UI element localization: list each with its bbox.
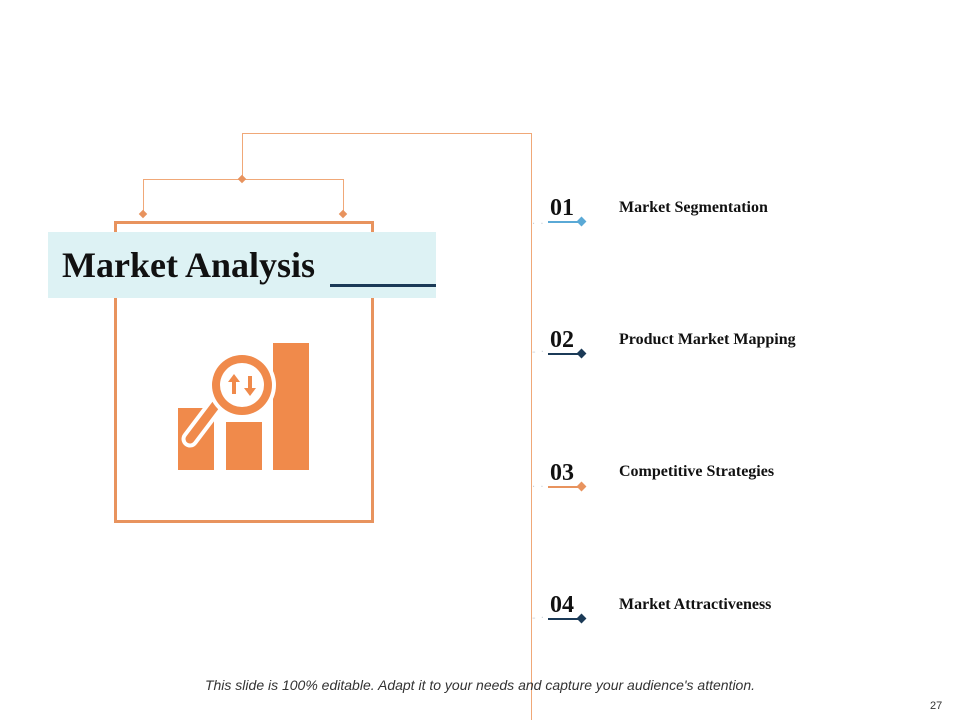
item-marker-diamond (576, 216, 587, 227)
marker-dots: · · (532, 219, 545, 230)
magnifier-bar-chart-icon (178, 343, 309, 470)
title-band (48, 232, 436, 298)
footer-note: This slide is 100% editable. Adapt it to… (204, 677, 756, 693)
item-marker-line (548, 221, 582, 223)
item-marker-diamond (576, 613, 587, 624)
hero-frame (114, 221, 374, 523)
slide-title: Market Analysis (62, 245, 316, 285)
item-number: 04 (550, 592, 574, 618)
connector-vertical-main (531, 133, 532, 720)
connector-node-left (138, 209, 148, 219)
title-underline (330, 284, 436, 287)
page-number: 27 (930, 700, 943, 712)
item-marker-diamond (576, 481, 587, 492)
connector-bracket-left (143, 179, 144, 215)
connector-node-right (338, 209, 348, 219)
marker-dots: - · (532, 613, 545, 624)
item-label: Product Market Mapping (619, 331, 796, 348)
item-marker-line (548, 353, 582, 355)
item-label: Market Attractiveness (619, 596, 772, 613)
item-marker-line (548, 486, 582, 488)
item-marker-line (548, 618, 582, 620)
item-marker-diamond (576, 348, 587, 359)
item-number: 01 (550, 195, 574, 221)
connector-top-horizontal (242, 133, 532, 134)
item-number: 02 (550, 327, 574, 353)
connector-top-drop (242, 133, 243, 179)
item-label: Market Segmentation (619, 199, 768, 216)
marker-dots: · · (532, 482, 545, 493)
item-label: Competitive Strategies (619, 463, 775, 480)
marker-dots: - · (532, 347, 545, 358)
connector-node-top (237, 174, 247, 184)
connector-bracket-right (343, 179, 344, 215)
item-number: 03 (550, 460, 574, 486)
